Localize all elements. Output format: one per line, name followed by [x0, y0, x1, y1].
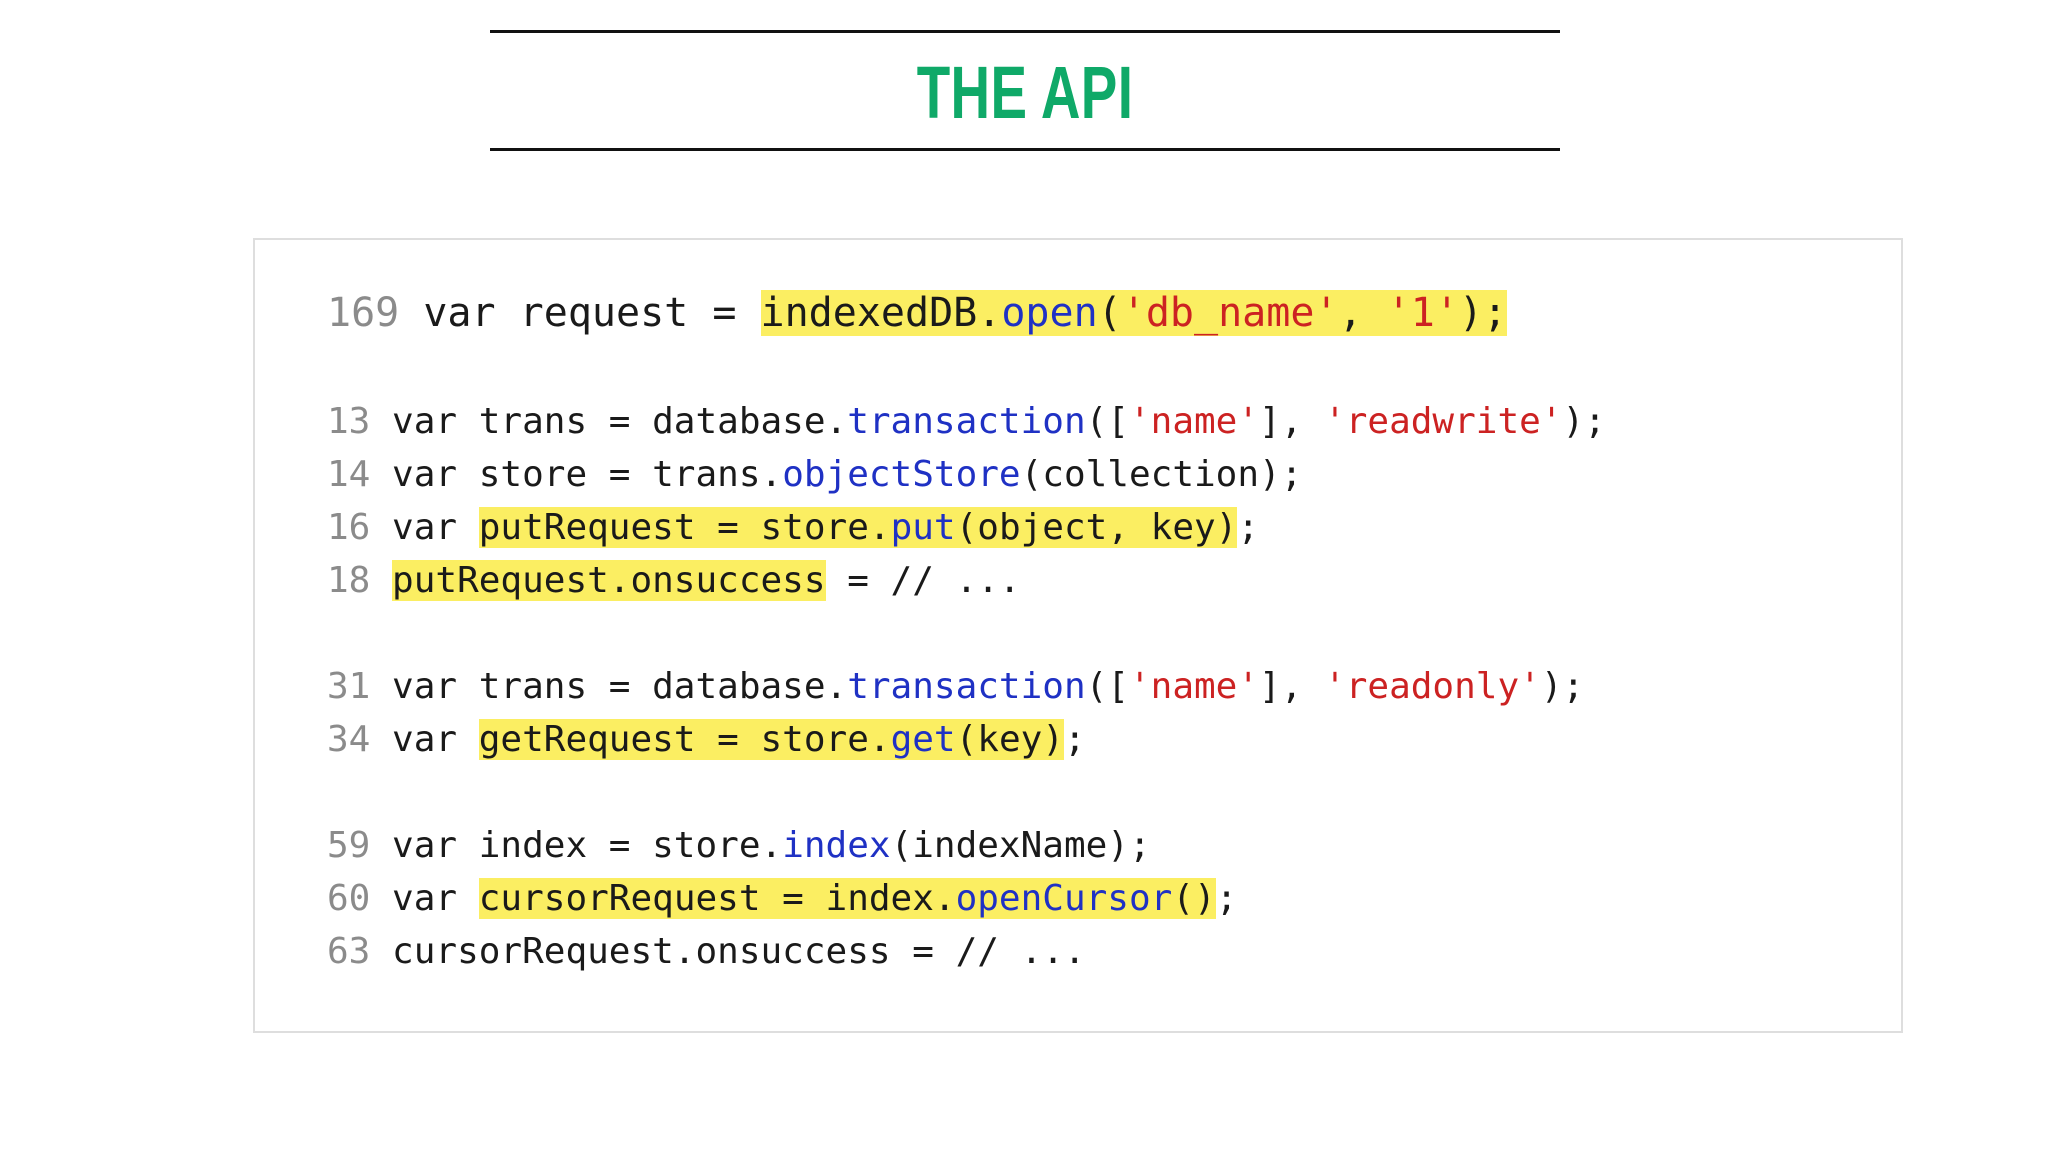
code-space: [370, 666, 392, 707]
code-line-60: 60 var cursorRequest = index.openCursor(…: [327, 872, 1891, 925]
code-token-string-2: 'readwrite': [1324, 401, 1563, 442]
code-token-pre: var request =: [423, 290, 761, 336]
code-token-mid-2: ],: [1259, 666, 1325, 707]
code-token-pre: var index = store.: [392, 825, 783, 866]
code-token-pre: var: [392, 719, 479, 760]
code-token-paren: (: [1097, 290, 1122, 336]
code-highlight: putRequest.onsuccess: [392, 560, 826, 601]
code-line-13: 13 var trans = database.transaction(['na…: [327, 395, 1891, 448]
code-token-assign: getRequest = store.: [478, 719, 891, 760]
line-number: 16: [327, 507, 371, 548]
code-token-function: transaction: [847, 666, 1086, 707]
title-rule-top: [490, 30, 1560, 33]
code-line-18: 18 putRequest.onsuccess = // ...: [327, 554, 1891, 607]
code-token-args: (object, key): [955, 507, 1238, 548]
code-token-property: putRequest.onsuccess: [392, 560, 826, 601]
code-token-mid-2: ],: [1259, 401, 1325, 442]
code-token-tail: (collection);: [1020, 454, 1303, 495]
code-token-args: (): [1172, 878, 1216, 919]
title-rule-bottom: [490, 148, 1560, 152]
code-token-mid-1: ([: [1085, 666, 1129, 707]
code-highlight: putRequest = store.put(object, key): [478, 507, 1238, 548]
code-token-function: get: [890, 719, 956, 760]
code-token-pre: var: [392, 507, 479, 548]
code-space: [370, 878, 392, 919]
line-number: 59: [327, 825, 371, 866]
line-number: 13: [327, 401, 371, 442]
code-token-tail: = // ...: [825, 560, 1021, 601]
code-token-function: open: [1001, 290, 1098, 336]
code-token-object: indexedDB.: [760, 290, 1002, 336]
line-number: 31: [327, 666, 371, 707]
code-token-tail: ;: [1237, 507, 1260, 548]
line-number: 14: [327, 454, 371, 495]
code-token-tail: ;: [1215, 878, 1238, 919]
code-highlight: indexedDB.open('db_name', '1');: [760, 290, 1508, 336]
code-token-comma: ,: [1338, 290, 1387, 336]
page-title: THE API: [916, 51, 1134, 134]
code-token-function: objectStore: [782, 454, 1021, 495]
code-highlight: cursorRequest = index.openCursor(): [478, 878, 1216, 919]
code-space: [370, 719, 392, 760]
code-token-function: put: [890, 507, 956, 548]
code-space: [370, 931, 392, 972]
code-line-169: 169 var request = indexedDB.open('db_nam…: [327, 284, 1891, 342]
line-number: 60: [327, 878, 371, 919]
code-space: [399, 290, 423, 336]
code-token-string-2: '1': [1386, 290, 1459, 336]
code-space: [370, 507, 392, 548]
code-token-tail: ;: [1063, 719, 1086, 760]
code-token-pre: var trans = database.: [392, 666, 848, 707]
code-token-string-2: 'readonly': [1324, 666, 1541, 707]
code-token-string-1: 'name': [1128, 401, 1260, 442]
code-token-function: transaction: [847, 401, 1086, 442]
code-line-31: 31 var trans = database.transaction(['na…: [327, 660, 1891, 713]
code-card: 169 var request = indexedDB.open('db_nam…: [253, 238, 1903, 1033]
code-token-string-1: 'db_name': [1121, 290, 1339, 336]
code-token-full: cursorRequest.onsuccess = // ...: [392, 931, 1086, 972]
code-line-14: 14 var store = trans.objectStore(collect…: [327, 448, 1891, 501]
code-token-mid-1: ([: [1085, 401, 1129, 442]
line-number: 34: [327, 719, 371, 760]
code-token-pre: var trans = database.: [392, 401, 848, 442]
code-token-assign: cursorRequest = index.: [478, 878, 956, 919]
code-token-tail: );: [1540, 666, 1585, 707]
code-token-string-1: 'name': [1128, 666, 1260, 707]
code-space: [370, 454, 392, 495]
line-number: 63: [327, 931, 371, 972]
code-token-assign: putRequest = store.: [478, 507, 891, 548]
code-token-tail: );: [1562, 401, 1606, 442]
code-highlight: getRequest = store.get(key): [478, 719, 1064, 760]
code-line-34: 34 var getRequest = store.get(key);: [327, 713, 1891, 766]
code-token-pre: var: [392, 878, 479, 919]
code-space: [370, 825, 392, 866]
code-line-blank-1: [327, 342, 1891, 395]
code-line-blank-2: [327, 607, 1891, 660]
code-token-function: index: [782, 825, 891, 866]
line-number: 18: [327, 560, 371, 601]
title-block: THE API: [490, 30, 1560, 152]
code-line-blank-3: [327, 766, 1891, 819]
code-line-59: 59 var index = store.index(indexName);: [327, 819, 1891, 872]
code-token-tail: (indexName);: [890, 825, 1151, 866]
code-space: [370, 560, 392, 601]
code-token-function: openCursor: [955, 878, 1173, 919]
code-token-tail: );: [1458, 290, 1508, 336]
code-token-args: (key): [955, 719, 1064, 760]
code-token-pre: var store = trans.: [392, 454, 783, 495]
code-line-16: 16 var putRequest = store.put(object, ke…: [327, 501, 1891, 554]
code-space: [370, 401, 392, 442]
code-line-63: 63 cursorRequest.onsuccess = // ...: [327, 925, 1891, 978]
code-block: 169 var request = indexedDB.open('db_nam…: [327, 284, 1891, 978]
line-number: 169: [327, 290, 400, 336]
